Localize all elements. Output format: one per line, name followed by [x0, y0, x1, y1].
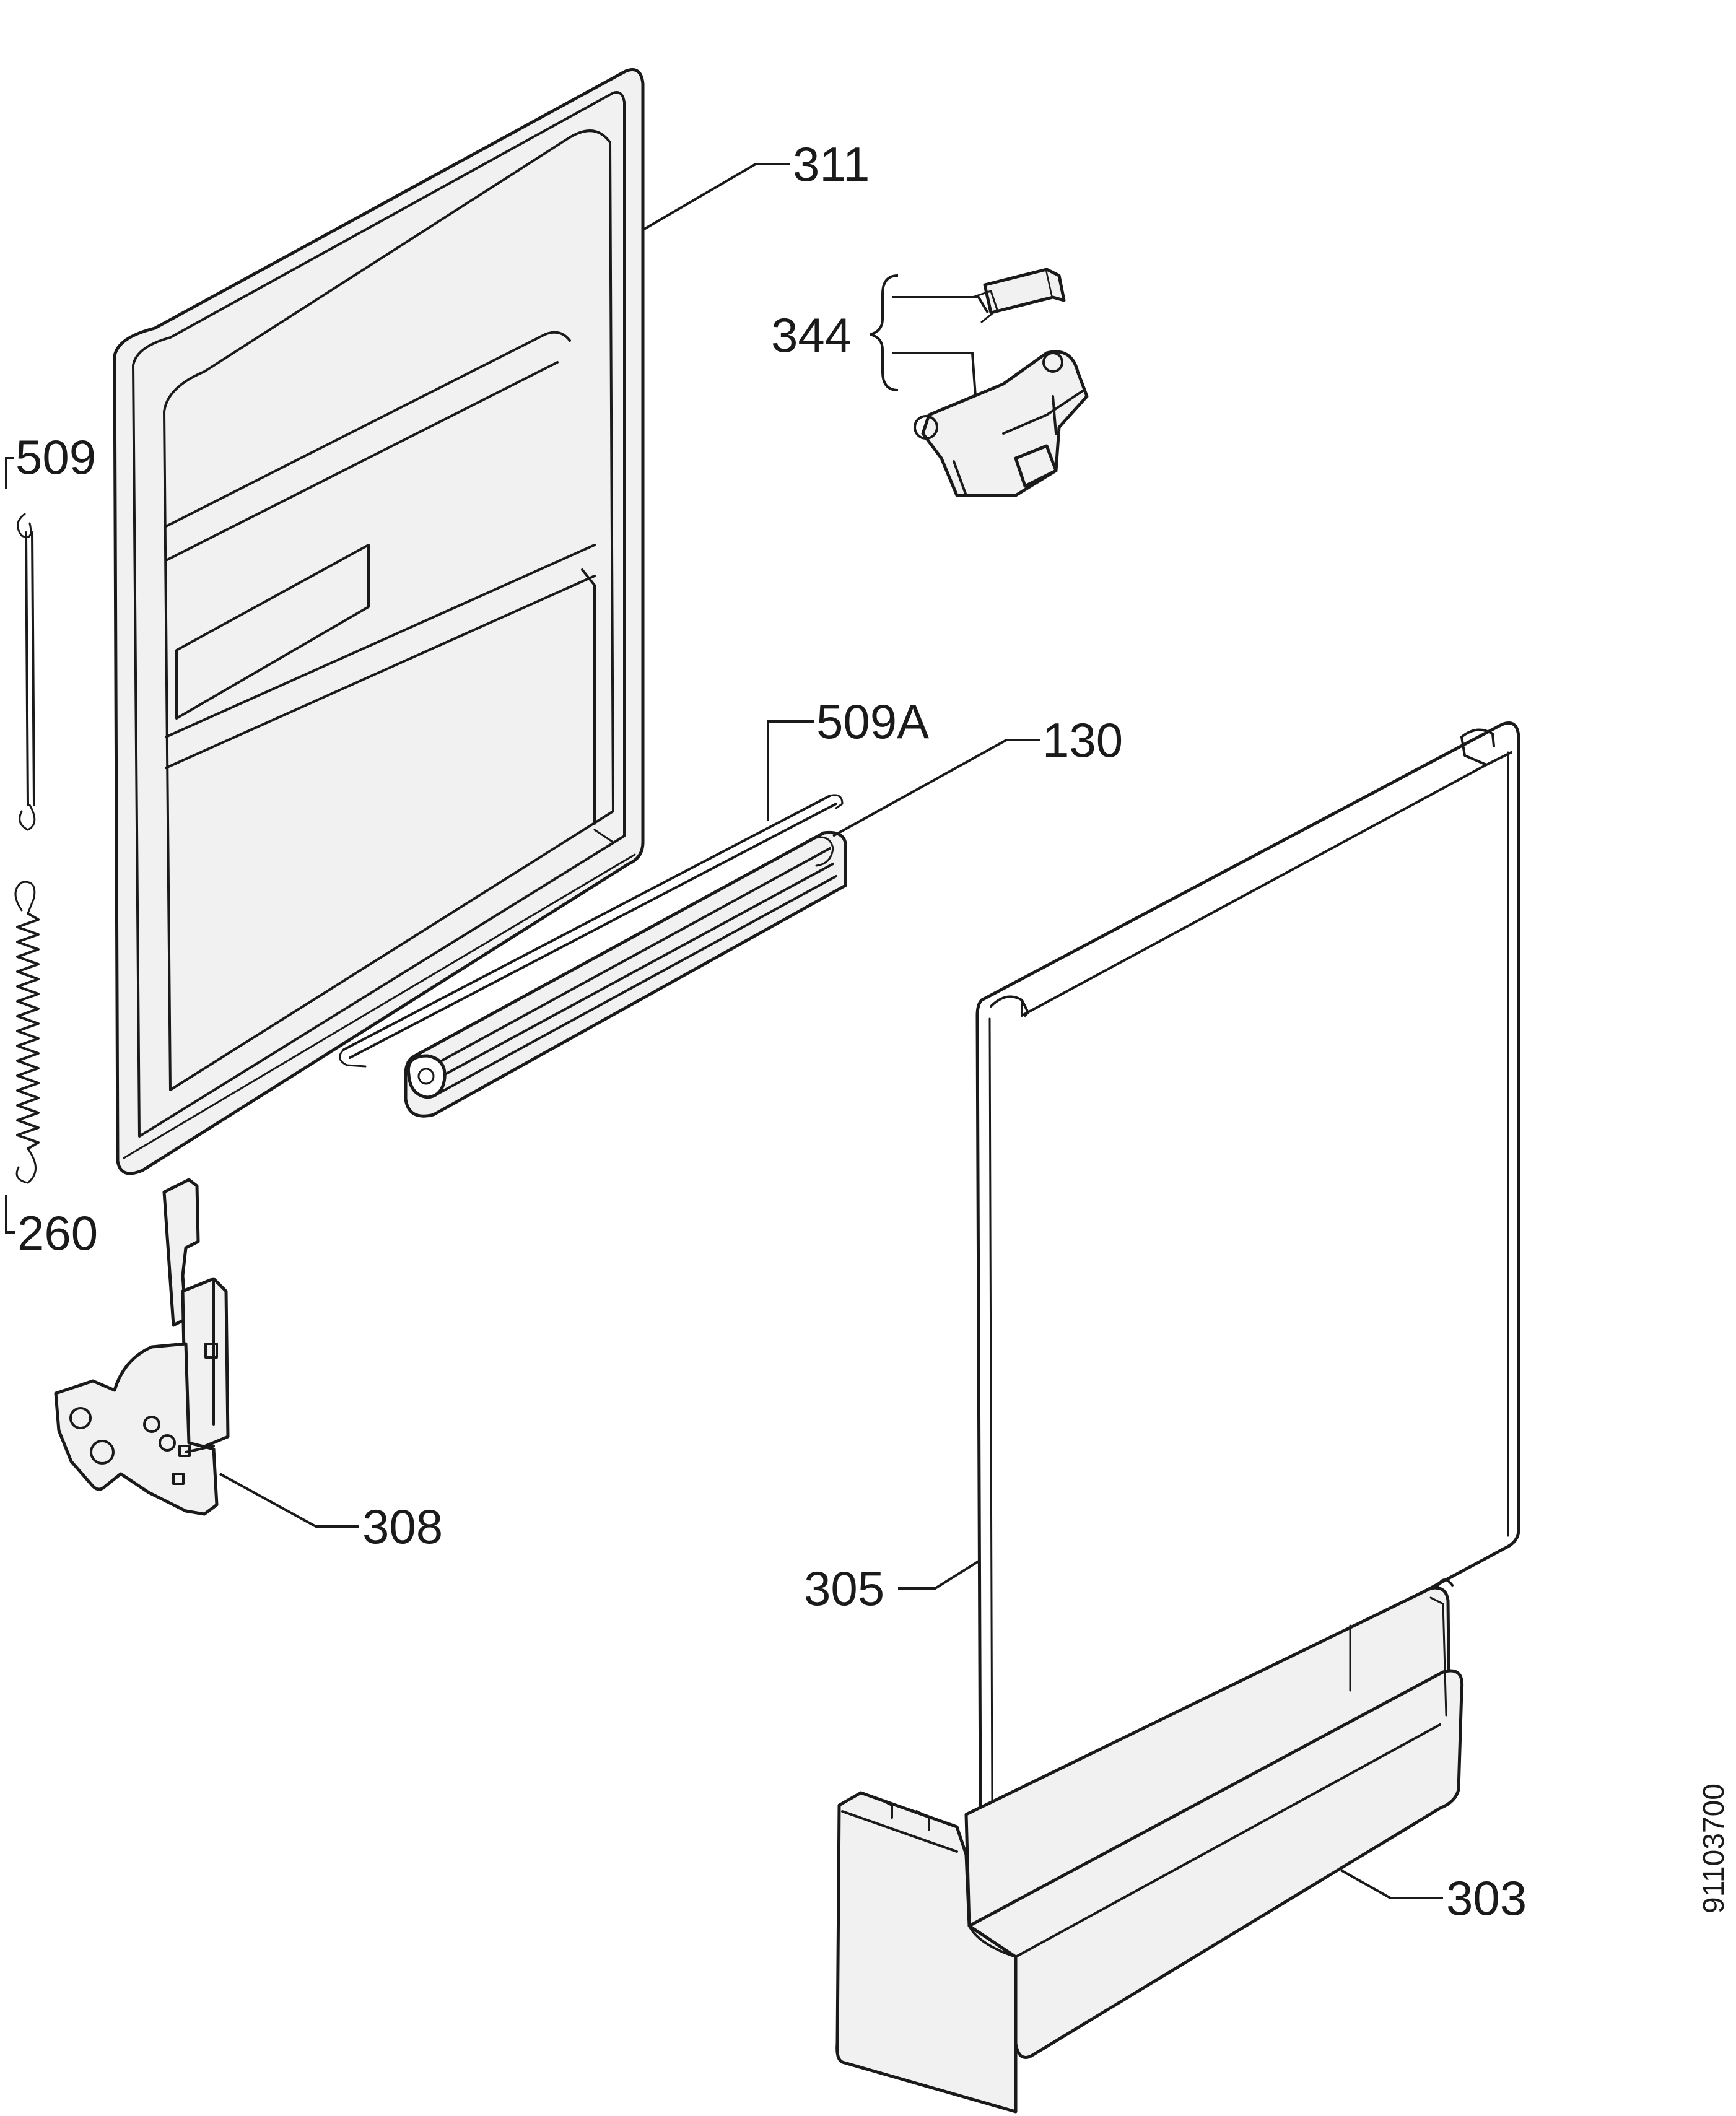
leader-130 [832, 739, 1040, 837]
leader-509a [767, 720, 814, 821]
leader-344-upper [892, 296, 989, 314]
callout-leaders [5, 163, 1443, 1899]
callout-305: 305 [804, 1561, 884, 1616]
part-509a-wire-rod [339, 794, 844, 1068]
bracket-344 [870, 274, 899, 391]
callout-344: 344 [771, 308, 852, 362]
leader-308 [219, 1473, 359, 1528]
drawing-number: 91103700 [1698, 1783, 1730, 1914]
callout-509: 509 [15, 430, 96, 484]
leader-344-lower [892, 352, 977, 397]
part-344-door-lock [914, 268, 1089, 497]
leader-509 [5, 457, 14, 489]
leader-303 [1340, 1869, 1443, 1899]
callout-130: 130 [1042, 713, 1123, 767]
part-509-wire-link [17, 513, 36, 831]
part-311-inner-door-panel [113, 68, 645, 1175]
part-303-kickplate [835, 1578, 1464, 2114]
callout-260: 260 [17, 1206, 98, 1260]
part-130-door-seal [404, 830, 848, 1118]
callout-311: 311 [793, 137, 870, 191]
part-308-hinge [54, 1178, 230, 1516]
callout-labels: 311 344 509 509A 130 260 308 305 303 911… [15, 137, 1730, 1925]
part-260-spring [14, 881, 40, 1184]
callout-303: 303 [1446, 1871, 1527, 1925]
leader-260 [5, 1195, 15, 1234]
callout-308: 308 [362, 1499, 443, 1554]
leader-305 [898, 1559, 981, 1590]
leader-311 [643, 163, 790, 230]
part-305-outer-door-panel [975, 721, 1520, 1824]
callout-509a: 509A [816, 694, 929, 749]
